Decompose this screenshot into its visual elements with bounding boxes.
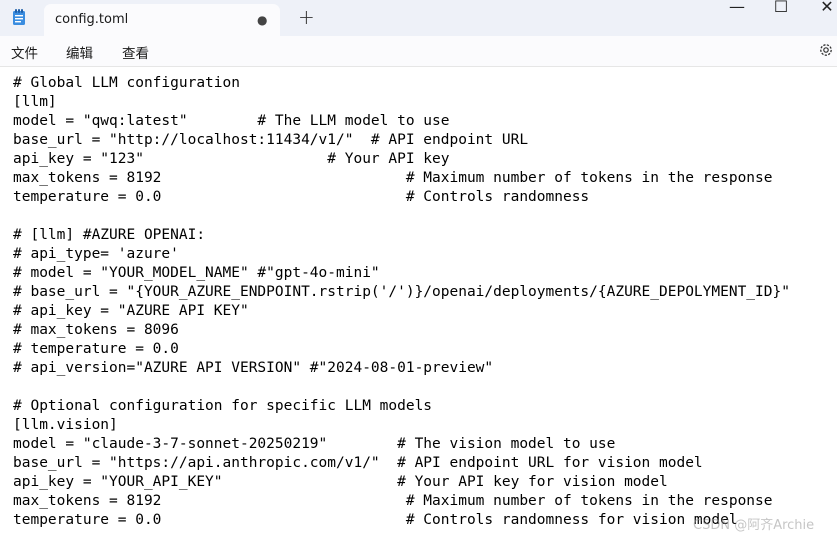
code-line: model = "qwq:latest" # The LLM model to …: [13, 113, 450, 129]
tab-title: config.toml: [55, 12, 129, 27]
editor-content[interactable]: # Global LLM configuration [llm] model = "…: [13, 74, 790, 530]
code-line: base_url = "https://api.anthropic.com/v1…: [13, 455, 703, 471]
menu-bar: 文件 编辑 查看: [0, 36, 837, 67]
code-line: # api_key = "AZURE API KEY": [13, 303, 249, 319]
code-line: temperature = 0.0 # Controls randomness: [13, 189, 590, 205]
code-line: temperature = 0.0 # Controls randomness …: [13, 512, 738, 528]
text-editor[interactable]: # Global LLM configuration [llm] model = "…: [0, 67, 837, 539]
code-line: max_tokens = 8192 # Maximum number of to…: [13, 493, 773, 509]
unsaved-dot-icon[interactable]: ●: [257, 13, 268, 27]
new-tab-button[interactable]: +: [298, 5, 315, 29]
code-line: [13, 378, 790, 397]
notepad-icon: [13, 9, 25, 25]
code-line: # [llm] #AZURE OPENAI:: [13, 227, 206, 243]
code-line: # Optional configuration for specific LL…: [13, 398, 433, 414]
menu-view[interactable]: 查看: [122, 46, 149, 62]
code-line: model = "claude-3-7-sonnet-20250219" # T…: [13, 436, 616, 452]
code-line: base_url = "http://localhost:11434/v1/" …: [13, 132, 529, 148]
code-line: # Global LLM configuration: [13, 75, 240, 91]
gear-icon[interactable]: [818, 42, 834, 58]
code-line: # base_url = "{YOUR_AZURE_ENDPOINT.rstri…: [13, 284, 790, 300]
close-button[interactable]: ✕: [820, 0, 834, 16]
code-line: # model = "YOUR_MODEL_NAME" #"gpt-4o-min…: [13, 265, 380, 281]
menu-edit[interactable]: 编辑: [66, 46, 93, 62]
code-line: [llm]: [13, 94, 57, 110]
minimize-button[interactable]: —: [729, 0, 745, 16]
title-bar: config.toml ● + — ☐ ✕: [0, 0, 837, 36]
tab-config-toml[interactable]: config.toml ●: [44, 4, 280, 36]
code-line: # max_tokens = 8096: [13, 322, 179, 338]
code-line: api_key = "123" # Your API key: [13, 151, 450, 167]
code-line: [13, 207, 790, 226]
watermark: CSDN @阿齐Archie: [693, 518, 815, 533]
code-line: api_key = "YOUR_API_KEY" # Your API key …: [13, 474, 668, 490]
maximize-button[interactable]: ☐: [773, 0, 789, 16]
code-line: [llm.vision]: [13, 417, 118, 433]
code-line: max_tokens = 8192 # Maximum number of to…: [13, 170, 773, 186]
code-line: # temperature = 0.0: [13, 341, 179, 357]
menu-file[interactable]: 文件: [11, 46, 38, 62]
code-line: # api_version="AZURE API VERSION" #"2024…: [13, 360, 494, 376]
code-line: # api_type= 'azure': [13, 246, 179, 262]
